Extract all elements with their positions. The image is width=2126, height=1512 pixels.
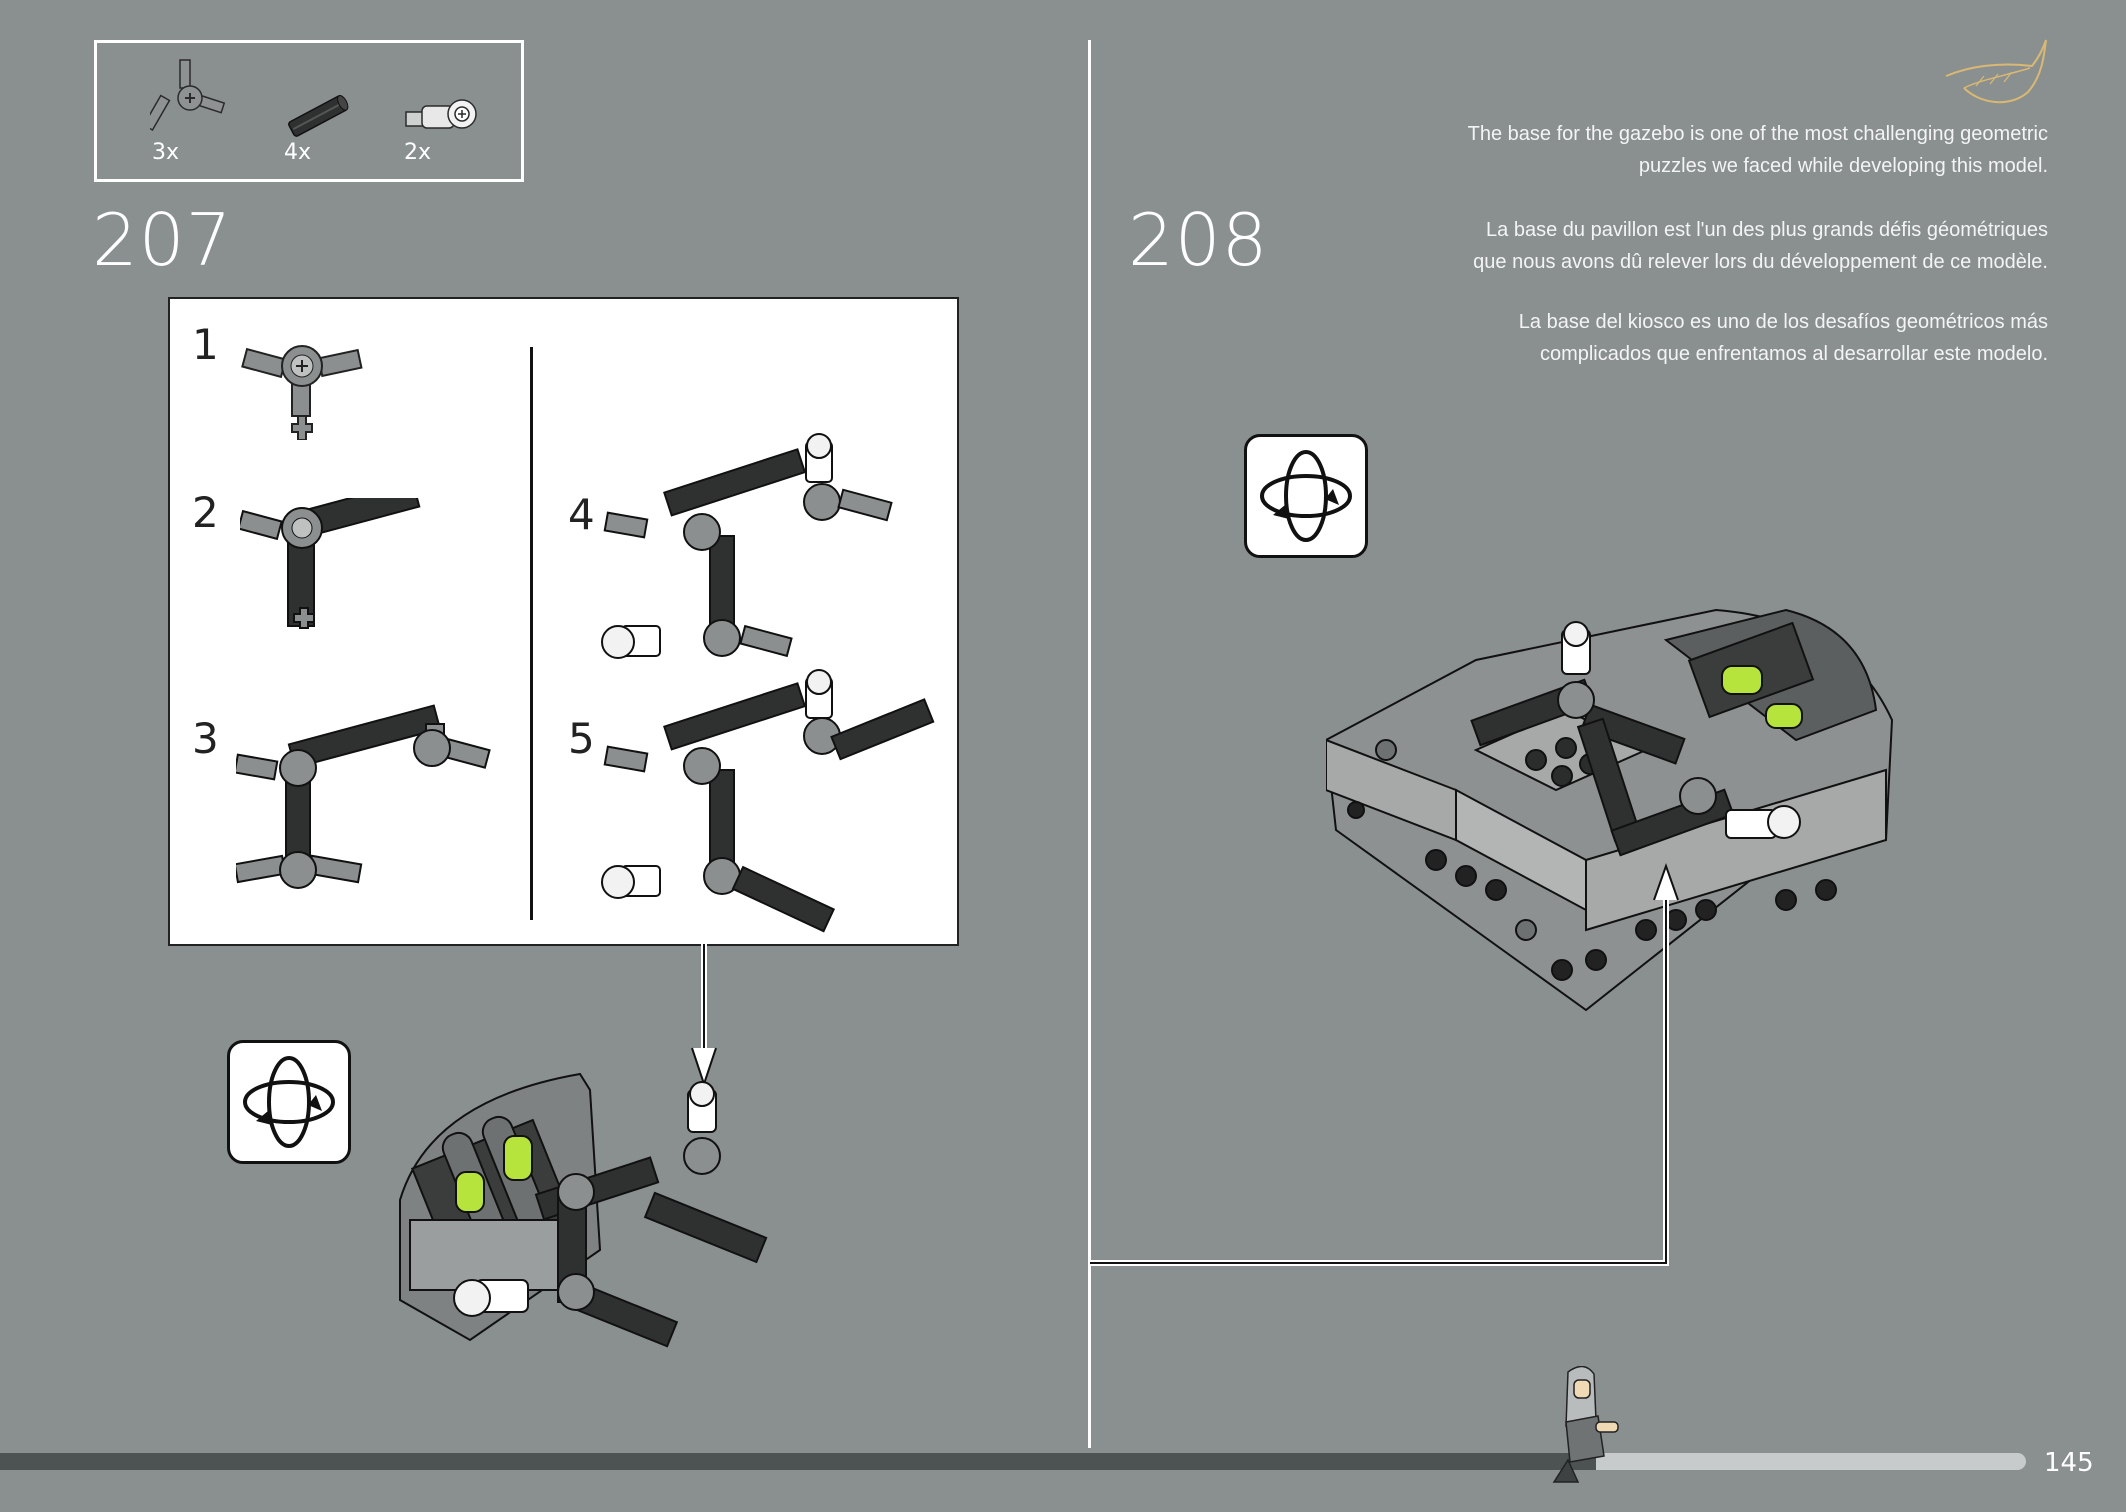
sub-step-number: 4 — [568, 490, 595, 539]
minifigure-icon — [1552, 1366, 1619, 1483]
sub-step-number: 3 — [192, 714, 219, 763]
parts-list — [94, 40, 524, 182]
description-line: complicados que enfrentamos al desarroll… — [1539, 343, 2048, 365]
description-line: The base for the gazebo is one of the mo… — [1467, 123, 2048, 145]
step-207-model — [399, 1072, 768, 1348]
part-qty: 2x — [404, 140, 432, 165]
page-number: 145 — [2044, 1448, 2094, 1478]
description-es: La base del kiosco es uno de los desafío… — [1248, 306, 2048, 370]
connector-3way-icon — [150, 59, 226, 132]
progress-bar-remaining — [1596, 1453, 2026, 1470]
axle-icon — [288, 95, 349, 137]
description-line: que nous avons dû relever lors du dévelo… — [1473, 251, 2048, 273]
sub-step-2-illustration — [240, 498, 421, 629]
description-line: La base du pavillon est l'un des plus gr… — [1486, 219, 2048, 241]
description-fr: La base du pavillon est l'un des plus gr… — [1248, 214, 2048, 278]
step-208-model — [1326, 608, 1894, 1012]
page-divider — [1088, 40, 1091, 1448]
rotate-model-icon — [1244, 434, 1368, 558]
sub-step-4-illustration — [601, 433, 893, 659]
pin-connector-icon — [405, 99, 477, 129]
sub-step-5-illustration — [601, 669, 935, 933]
sub-assembly-divider — [530, 347, 533, 920]
sub-step-1-illustration — [241, 345, 363, 440]
progress-bar — [0, 1453, 1600, 1470]
sub-step-number: 5 — [568, 714, 595, 763]
sub-step-3-illustration — [236, 704, 491, 889]
rotate-model-icon — [227, 1040, 351, 1164]
part-qty: 3x — [152, 140, 180, 165]
step-number: 207 — [92, 198, 233, 282]
step-number: 208 — [1128, 198, 1269, 282]
sub-step-number: 1 — [192, 320, 219, 369]
sub-step-number: 2 — [192, 488, 219, 537]
description-line: La base del kiosco es uno de los desafío… — [1518, 311, 2048, 333]
leaf-logo-icon — [1945, 39, 2047, 104]
description-en: The base for the gazebo is one of the mo… — [1248, 118, 2048, 182]
part-qty: 4x — [284, 140, 312, 165]
description-line: puzzles we faced while developing this m… — [1638, 155, 2048, 177]
callout-arrow — [1090, 862, 1679, 1266]
